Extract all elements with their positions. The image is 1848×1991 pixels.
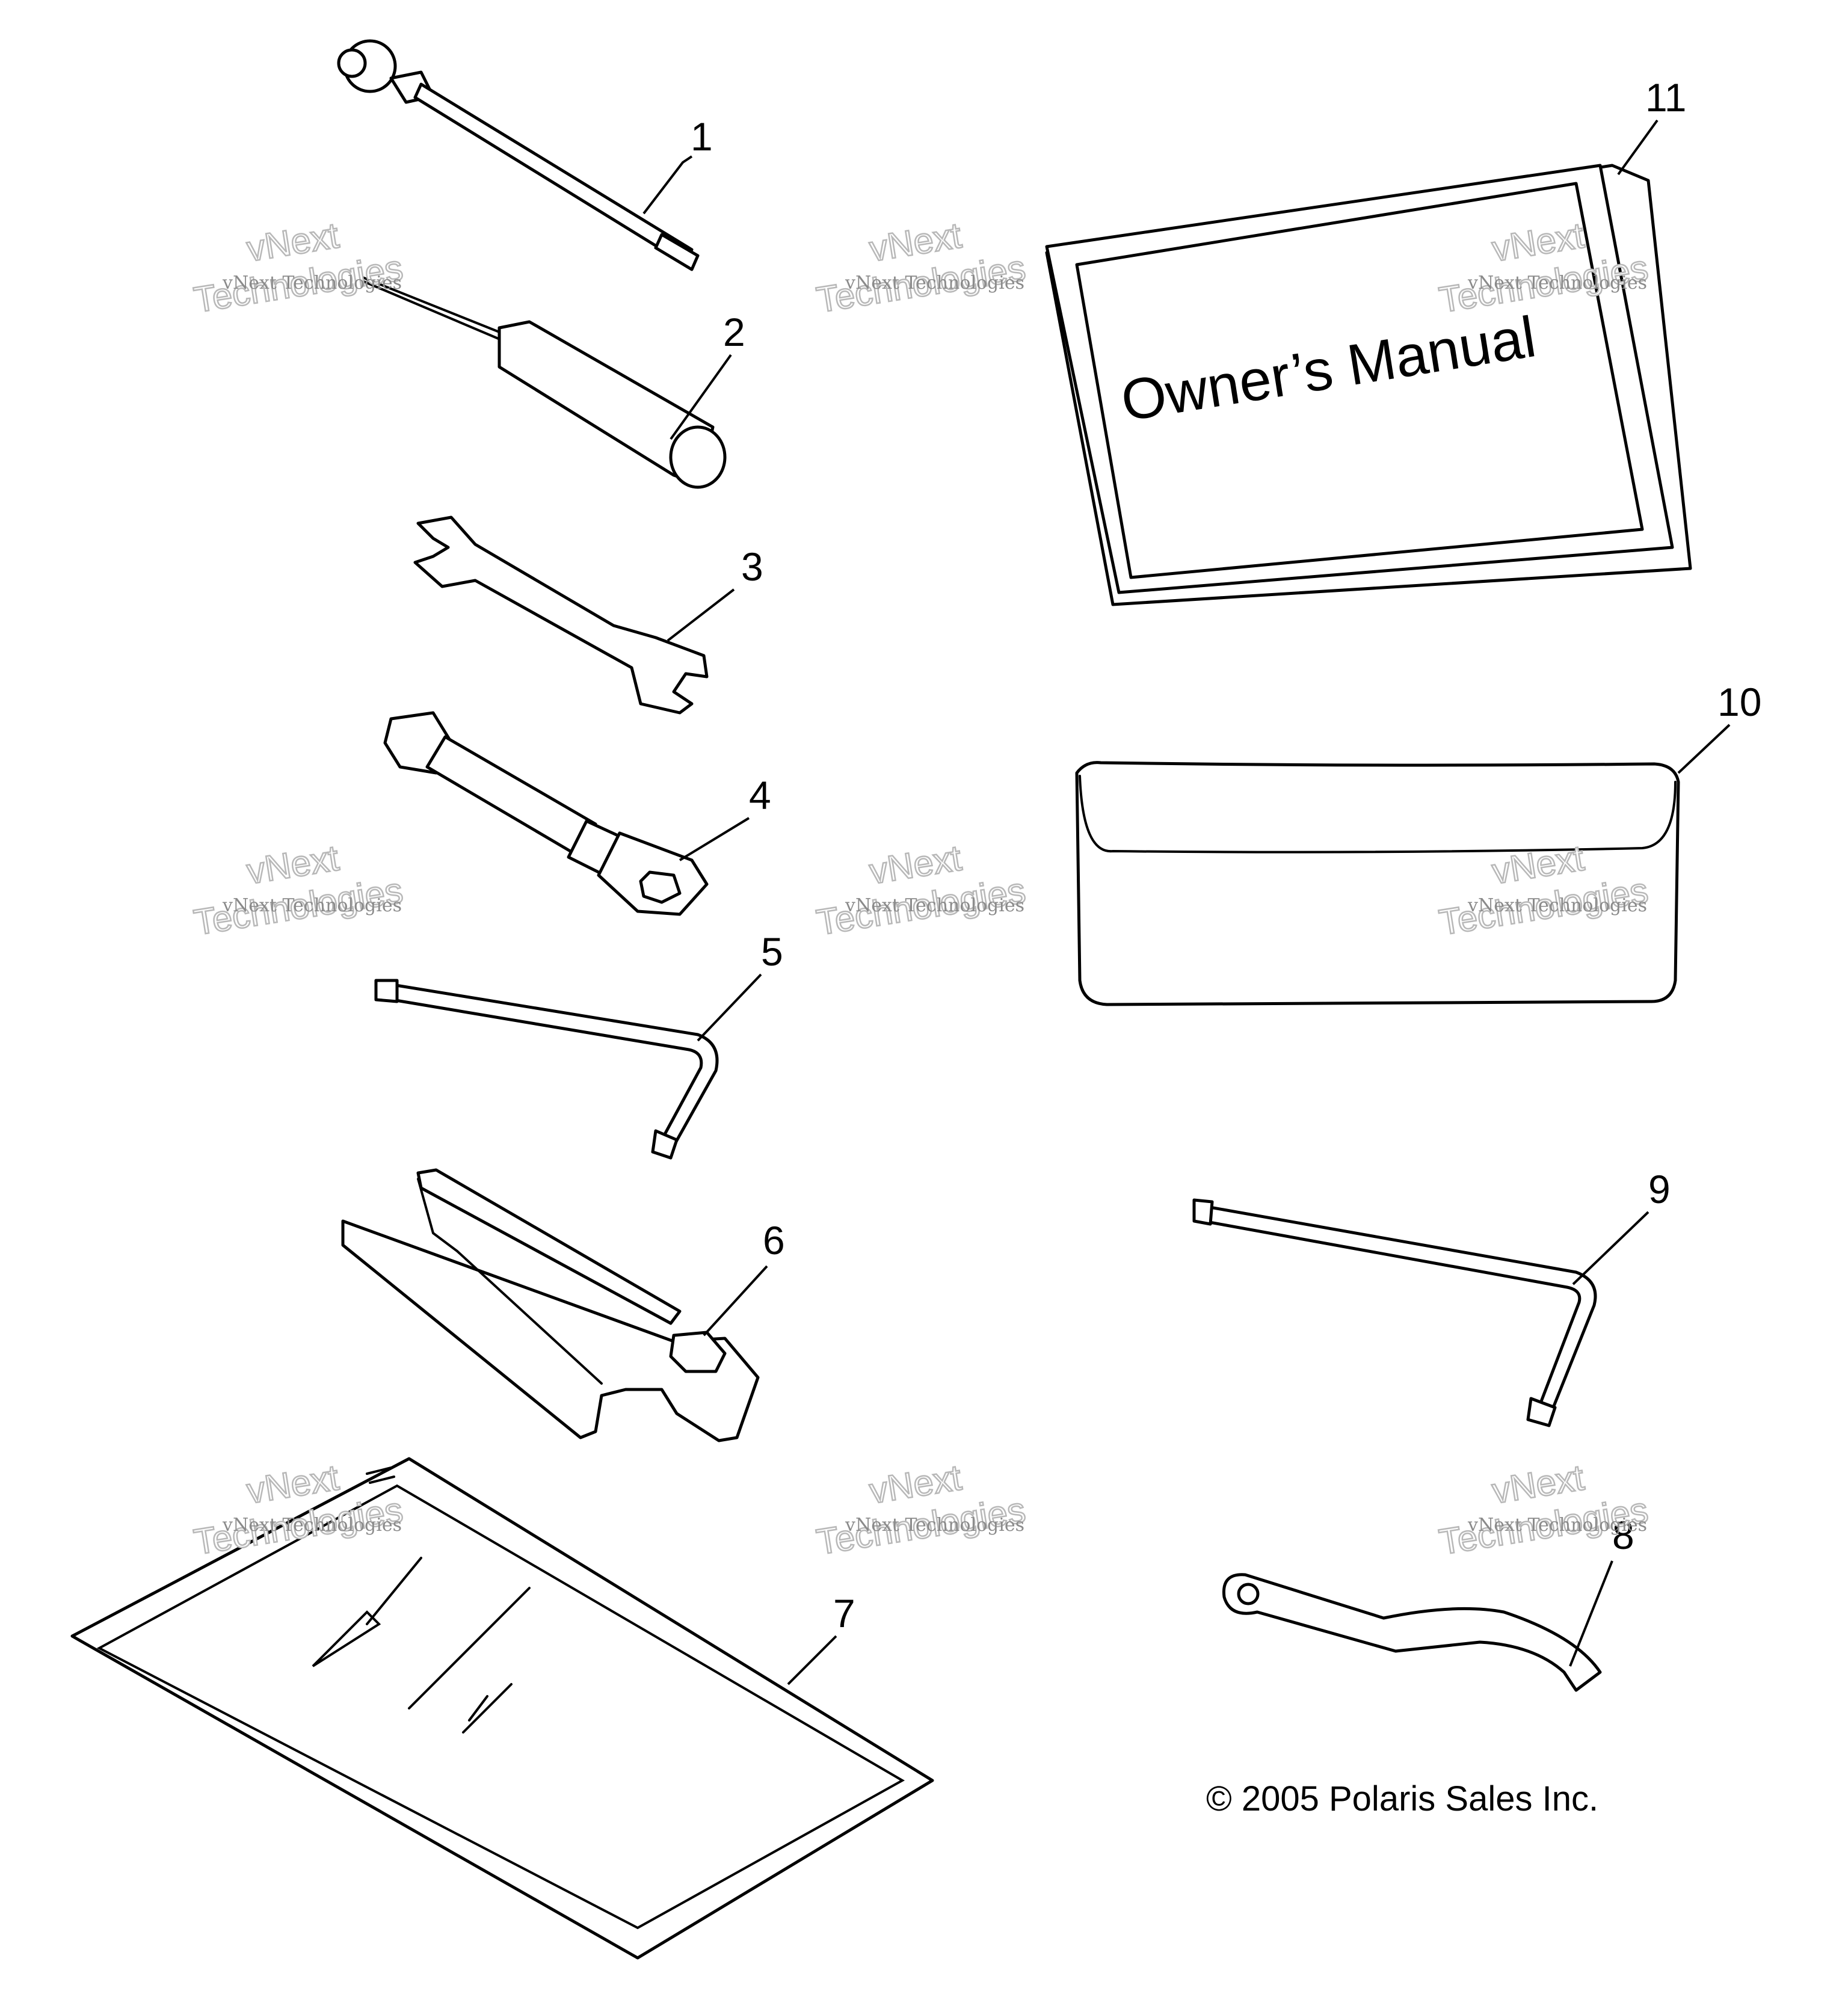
callout-3: 3 xyxy=(741,544,763,589)
callout-10: 10 xyxy=(1717,680,1761,724)
open-end-wrench-part xyxy=(413,515,709,715)
leader-lines xyxy=(642,119,1731,1685)
watermark-small: vNext Technologies xyxy=(845,895,1024,916)
callout-6: 6 xyxy=(763,1218,785,1263)
tire-gauge-part xyxy=(337,39,700,271)
watermark-small: vNext Technologies xyxy=(1467,1515,1647,1536)
watermark-small: vNext Technologies xyxy=(845,1515,1024,1536)
screwdriver-part xyxy=(360,275,727,489)
document-bag-part xyxy=(70,1457,934,1960)
callout-2: 2 xyxy=(723,310,745,354)
callout-11: 11 xyxy=(1645,75,1687,120)
spark-plug-tool-part xyxy=(341,1168,760,1442)
watermark-small: vNext Technologies xyxy=(845,272,1024,294)
callout-7: 7 xyxy=(833,1591,855,1636)
watermark-small: vNext Technologies xyxy=(222,1515,402,1536)
watermark-small: vNext Technologies xyxy=(1467,272,1647,294)
callout-5: 5 xyxy=(761,929,783,974)
callout-9: 9 xyxy=(1648,1167,1671,1211)
watermark-small: vNext Technologies xyxy=(222,272,402,294)
spanner-wrench-part xyxy=(1222,1573,1602,1692)
box-wrench-part xyxy=(383,711,709,916)
callout-8: 8 xyxy=(1612,1513,1634,1557)
hex-key-small-part xyxy=(374,979,719,1160)
watermark-8: vNext Technologies vNext Technologies xyxy=(813,1456,1029,1563)
callout-4: 4 xyxy=(749,773,771,817)
watermark-4: vNext Technologies vNext Technologies xyxy=(191,837,407,944)
callout-1: 1 xyxy=(691,114,713,159)
owners-manual-part: Owner’s Manual xyxy=(1045,164,1692,606)
watermark-small: vNext Technologies xyxy=(1467,895,1647,916)
tool-pouch-part xyxy=(1075,761,1680,1006)
watermark-5: vNext Technologies vNext Technologies xyxy=(813,837,1029,944)
copyright-text: © 2005 Polaris Sales Inc. xyxy=(1206,1779,1598,1818)
hex-key-large-part xyxy=(1192,1198,1597,1427)
watermark-2: vNext Technologies vNext Technologies xyxy=(813,214,1029,321)
watermark-small: vNext Technologies xyxy=(222,895,402,916)
watermark-1: vNext Technologies vNext Technologies xyxy=(191,214,407,321)
